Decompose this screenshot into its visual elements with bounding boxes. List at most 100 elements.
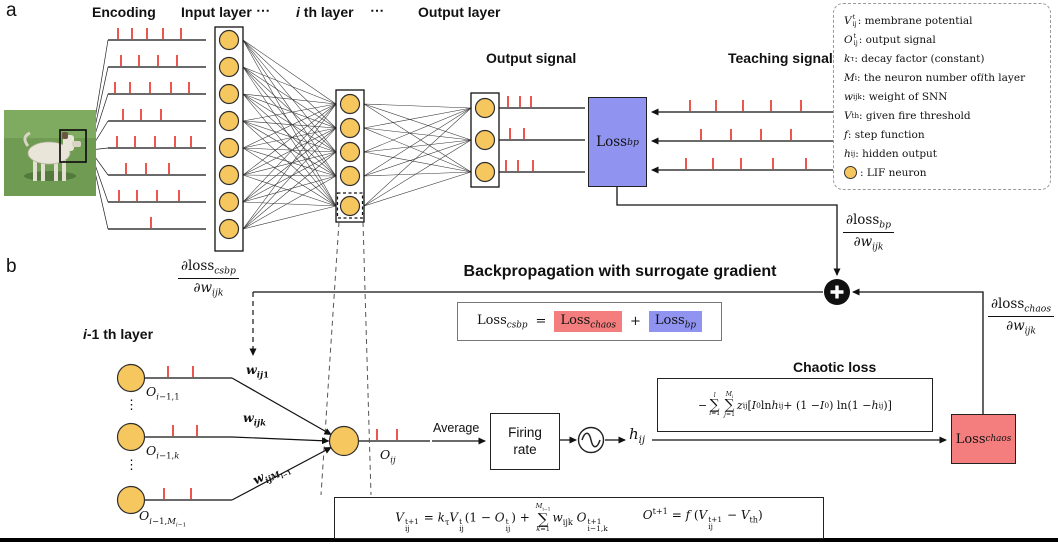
grad-csbp-numerator: ∂losscsbp — [178, 258, 239, 279]
chaotic-loss-title: Chaotic loss — [793, 359, 877, 375]
grad-bp-path — [616, 185, 841, 276]
zoom-line-right — [362, 221, 372, 496]
dog-leg — [33, 160, 37, 181]
loss-bp-chip: Lossbp — [648, 310, 703, 333]
output-layer-header: Output layer — [418, 4, 501, 20]
output-signal-spike-trains — [499, 96, 585, 173]
encoding-header: Encoding — [92, 4, 156, 20]
weight-arrows — [231, 377, 332, 501]
vertical-dots: ⋮ — [125, 458, 138, 473]
grad-chaos-path — [852, 288, 984, 414]
dog-tail — [23, 131, 31, 147]
prev-neuron-label-k: Oi−1,k — [146, 443, 180, 462]
grad-chaos-fraction: ∂losschaos ∂wijk — [988, 296, 1055, 337]
panel-a-label: a — [6, 0, 17, 21]
equals-sign: = — [535, 314, 547, 329]
input-layer-box — [214, 26, 244, 252]
loss-chaos-chip: Losschaos — [554, 310, 623, 333]
flow-arrows — [432, 436, 947, 445]
firing-rate-box: Firing rate — [490, 413, 560, 470]
ith-layer-header: i th layer — [296, 4, 354, 20]
zoomed-neuron-dashed-box — [336, 192, 364, 219]
dog-leg — [62, 160, 66, 181]
surrogate-function-icon — [577, 426, 605, 454]
grass-light — [4, 110, 96, 138]
teaching-signal-header: Teaching signal — [728, 50, 833, 66]
average-label: Average — [433, 421, 480, 435]
ith-layer-neurons — [339, 93, 361, 217]
teaching-signal-spike-trains — [651, 100, 838, 174]
loss-csbp-term: Losscsbp — [476, 312, 528, 331]
grad-bp-numerator: ∂lossbp — [843, 212, 895, 233]
neuron-output-spike-train — [359, 429, 430, 442]
prev-neuron-label-m: Oi−1,Mi−1 — [139, 508, 187, 529]
encoding-spike-trains — [108, 28, 206, 230]
layer-boxes — [214, 26, 500, 252]
zoom-line-left — [320, 221, 340, 496]
vertical-dots: ⋮ — [125, 398, 138, 413]
input-layer-neurons — [218, 29, 240, 240]
output-layer-neurons — [474, 97, 496, 183]
grad-csbp-denominator: ∂wijk — [193, 279, 224, 299]
input-to-hidden-connections — [242, 39, 337, 230]
grad-bp-fraction: ∂lossbp ∂wijk — [843, 212, 895, 253]
bottom-rule — [0, 538, 1058, 542]
plus-sign: + — [630, 314, 641, 329]
grad-csbp-fraction: ∂losscsbp ∂wijk — [178, 258, 239, 298]
weight-label-1: wij1 — [246, 362, 269, 381]
dog-image — [4, 110, 96, 196]
firing-rate-line2: rate — [513, 441, 537, 457]
sine-wave-icon — [581, 432, 601, 448]
plus-icon — [830, 285, 844, 299]
dog-leg — [41, 162, 45, 181]
grad-bp-denominator: ∂wijk — [853, 233, 884, 253]
weight-arrow-k — [231, 436, 330, 445]
dog-muzzle — [72, 141, 81, 147]
hidden-to-output-connections — [363, 103, 472, 207]
grad-chaos-denominator: ∂wijk — [1006, 317, 1036, 337]
dog-shadow — [24, 171, 76, 181]
legend-lif-label: : LIF neuron — [860, 166, 927, 179]
backprop-title: Backpropagation with surrogate gradient — [463, 263, 777, 280]
plus-node — [824, 279, 850, 305]
legend-item: f: step function — [844, 128, 925, 141]
loss-equation-box: Losscsbp = Losschaos + Lossbp — [457, 302, 722, 341]
ellipsis-left: ⋯ — [256, 2, 270, 18]
firing-rate-line1: Firing — [508, 424, 542, 440]
o-ij-label: Oij — [380, 447, 396, 466]
prev-neuron-label-1: Oi−1,1 — [146, 384, 180, 403]
input-layer-header: Input layer — [181, 4, 252, 20]
grad-chaos-numerator: ∂losschaos — [988, 296, 1055, 317]
dog-ear — [62, 132, 68, 139]
prev-layer-spike-trains — [145, 366, 232, 501]
lif-neuron-icon — [844, 166, 857, 179]
prev-layer-header: i-1 th layer — [83, 326, 154, 342]
prev-layer-neurons — [116, 363, 146, 515]
weight-label-k: wijk — [243, 410, 266, 429]
output-signal-header: Output signal — [486, 50, 577, 66]
panel-b-label: b — [6, 256, 17, 277]
zoomed-lif-neuron — [328, 425, 360, 457]
ith-layer-box — [335, 89, 365, 223]
ellipsis-right: ⋯ — [370, 2, 384, 18]
gradient-flow-lines — [249, 185, 984, 414]
h-ij-label: hij — [629, 425, 646, 446]
dog-leg — [54, 162, 58, 181]
weight-arrow-m — [231, 446, 332, 501]
roi-rectangle — [59, 129, 87, 163]
